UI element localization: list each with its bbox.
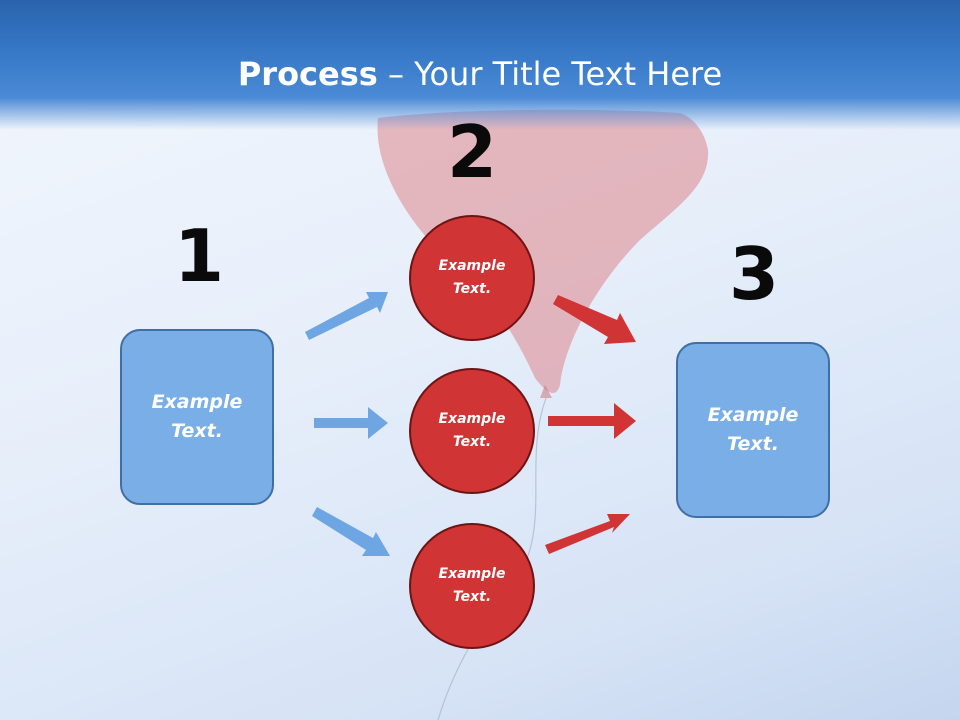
step-1-text: Example Text.: [151, 391, 243, 442]
step-3-box: Example Text.: [676, 342, 830, 518]
step-3-text: Example Text.: [707, 404, 799, 455]
step-2-circle-bottom: Example Text.: [409, 523, 535, 649]
step-number-2: 2: [446, 110, 498, 194]
step-2-circle-bottom-text: Example Text.: [438, 566, 506, 605]
step-2-circle-middle: Example Text.: [409, 368, 535, 494]
step-2-circle-middle-text: Example Text.: [438, 411, 506, 450]
title-bold: Process: [237, 55, 378, 93]
title-bar: [0, 0, 960, 130]
step-number-3: 3: [728, 232, 780, 316]
slide-title: Process – Your Title Text Here: [0, 52, 960, 96]
arrow-icon: [545, 514, 630, 554]
arrow-icon: [553, 295, 636, 344]
arrow-icon: [305, 292, 388, 340]
step-2-circle-top: Example Text.: [409, 215, 535, 341]
step-2-circle-top-text: Example Text.: [438, 258, 506, 297]
title-rest: – Your Title Text Here: [377, 55, 723, 93]
step-1-box: Example Text.: [120, 329, 274, 505]
step-number-1: 1: [173, 214, 225, 298]
red-arrows: [545, 295, 636, 554]
arrow-icon: [314, 407, 388, 439]
arrow-icon: [548, 403, 636, 439]
blue-arrows: [305, 292, 390, 556]
arrow-icon: [312, 507, 390, 556]
